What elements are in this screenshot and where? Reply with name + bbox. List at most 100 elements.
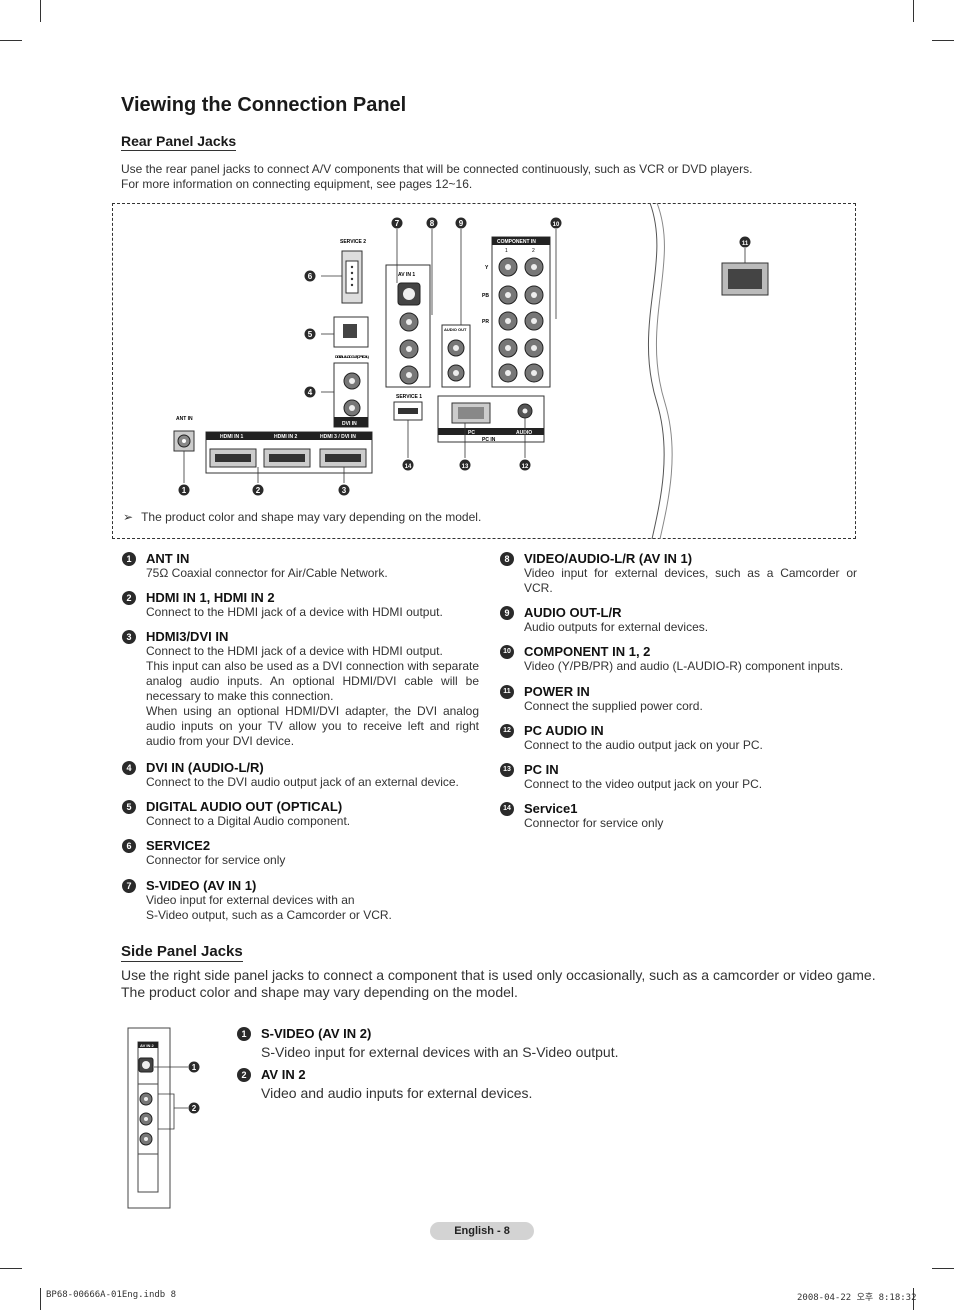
crop-mark (40, 1288, 41, 1310)
rear-intro-line-2: For more information on connecting equip… (121, 177, 473, 191)
side-intro-line-2: The product color and shape may vary dep… (121, 984, 518, 1000)
svg-text:10: 10 (553, 222, 560, 228)
crop-mark (40, 0, 41, 22)
side-panel-diagram: AV IN 2 1 2 (127, 1027, 200, 1209)
callout-13 (459, 459, 471, 471)
svg-text:6: 6 (308, 272, 313, 281)
item-description: Connector for service only (524, 816, 664, 830)
callout-2 (252, 484, 264, 496)
item-label: VIDEO/AUDIO-L/R (AV IN 1) (524, 551, 693, 566)
item-description: Connect to the HDMI jack of a device wit… (146, 644, 479, 748)
side-intro-line-1: Use the right side panel jacks to connec… (121, 967, 876, 983)
callout-1 (178, 484, 190, 496)
svg-text:1: 1 (182, 486, 187, 495)
item-label: S-VIDEO (AV IN 1) (146, 878, 257, 893)
item-number-badge: 2 (122, 591, 136, 605)
svg-text:13: 13 (462, 464, 469, 470)
item-number-badge: 11 (500, 685, 514, 699)
callout-6 (304, 270, 316, 282)
item-number-badge: 4 (122, 761, 136, 775)
page-title: Viewing the Connection Panel (121, 94, 407, 116)
item-description: Connector for service only (146, 853, 286, 867)
rear-intro-line-1: Use the rear panel jacks to connect A/V … (121, 162, 753, 176)
item-description: Connect the supplied power cord. (524, 699, 703, 713)
callout-12 (519, 459, 531, 471)
callout-8 (426, 217, 438, 229)
item-description: Connect to a Digital Audio component. (146, 814, 351, 828)
item-label: COMPONENT IN 1, 2 (524, 644, 651, 659)
pc-label: PC (468, 430, 475, 436)
callout-14 (402, 459, 414, 471)
pc-audio-label: AUDIO (516, 430, 532, 436)
svg-text:2: 2 (256, 486, 261, 495)
callout-3 (338, 484, 350, 496)
item-label: ANT IN (146, 551, 190, 566)
svg-text:9: 9 (459, 219, 464, 228)
svg-text:7: 7 (395, 219, 400, 228)
digital-audio-out-label: DIGITAL AUDIO OUT (OPTICAL) (335, 354, 370, 359)
crop-mark (913, 0, 914, 22)
item-description: 75Ω Coaxial connector for Air/Cable Netw… (146, 566, 388, 580)
component-2-label: 2 (532, 248, 535, 254)
item-description: Video and audio inputs for external devi… (261, 1085, 533, 1101)
item-label: HDMI3/DVI IN (146, 629, 229, 644)
rear-panel-note-text: The product color and shape may vary dep… (141, 510, 482, 524)
rear-panel-note: ➢The product color and shape may vary de… (123, 510, 481, 524)
callout-9 (455, 217, 467, 229)
item-number-badge: 3 (122, 630, 136, 644)
side-panel-heading: Side Panel Jacks (121, 943, 243, 962)
svg-text:5: 5 (308, 330, 313, 339)
item-description: Connect to the video output jack on your… (524, 777, 763, 791)
av-in-2-label: AV IN 2 (140, 1043, 154, 1048)
item-description: Connect to the audio output jack on your… (524, 738, 763, 752)
hdmi-in-2-label: HDMI IN 2 (274, 434, 298, 440)
item-description: Audio outputs for external devices. (524, 620, 709, 634)
item-label: POWER IN (524, 684, 590, 699)
ant-in-label: ANT IN (176, 416, 193, 422)
crop-mark (932, 1268, 954, 1269)
item-number-badge: 1 (122, 552, 136, 566)
component-1-label: 1 (505, 248, 508, 254)
rear-panel-heading: Rear Panel Jacks (121, 133, 237, 151)
rear-panel-diagram-box (112, 203, 856, 539)
svg-text:1: 1 (192, 1063, 197, 1072)
service2-label: SERVICE 2 (340, 239, 366, 245)
item-number-badge: 5 (122, 800, 136, 814)
item-label: PC AUDIO IN (524, 723, 604, 738)
item-number-badge: 7 (122, 879, 136, 893)
page-number-badge: English - 8 (430, 1222, 534, 1240)
item-label: PC IN (524, 762, 559, 777)
item-label: DIGITAL AUDIO OUT (OPTICAL) (146, 799, 343, 814)
side-callout-1 (188, 1061, 200, 1073)
item-number-badge: 13 (500, 763, 514, 777)
crop-mark (932, 40, 954, 41)
svg-text:11: 11 (742, 241, 749, 247)
component-jacks[interactable] (498, 257, 544, 383)
item-description: Connect to the HDMI jack of a device wit… (146, 605, 443, 619)
item-number-badge: 10 (500, 645, 514, 659)
crop-mark (913, 1288, 914, 1310)
item-label: AV IN 2 (261, 1067, 306, 1082)
service1-label: SERVICE 1 (396, 394, 422, 400)
callout-11 (739, 236, 751, 248)
svg-text:4: 4 (308, 388, 313, 397)
item-number-badge: 2 (237, 1068, 251, 1082)
item-number-badge: 12 (500, 724, 514, 738)
item-label: S-VIDEO (AV IN 2) (261, 1026, 372, 1041)
item-description: Connect to the DVI audio output jack of … (146, 775, 459, 789)
crop-mark (0, 1268, 22, 1269)
item-number-badge: 1 (237, 1027, 251, 1041)
dvi-in-label: DVI IN (342, 421, 357, 427)
audio-out-label: AUDIO OUT (444, 327, 467, 332)
item-label: HDMI IN 1, HDMI IN 2 (146, 590, 275, 605)
component-pb-label: PB (482, 293, 489, 299)
callout-5 (304, 328, 316, 340)
svg-text:3: 3 (342, 486, 347, 495)
item-label: DVI IN (AUDIO-L/R) (146, 760, 264, 775)
item-label: Service1 (524, 801, 578, 816)
item-description: S-Video input for external devices with … (261, 1044, 619, 1060)
item-number-badge: 6 (122, 839, 136, 853)
item-label: AUDIO OUT-L/R (524, 605, 622, 620)
callout-4 (304, 386, 316, 398)
pc-in-label: PC IN (482, 437, 496, 443)
